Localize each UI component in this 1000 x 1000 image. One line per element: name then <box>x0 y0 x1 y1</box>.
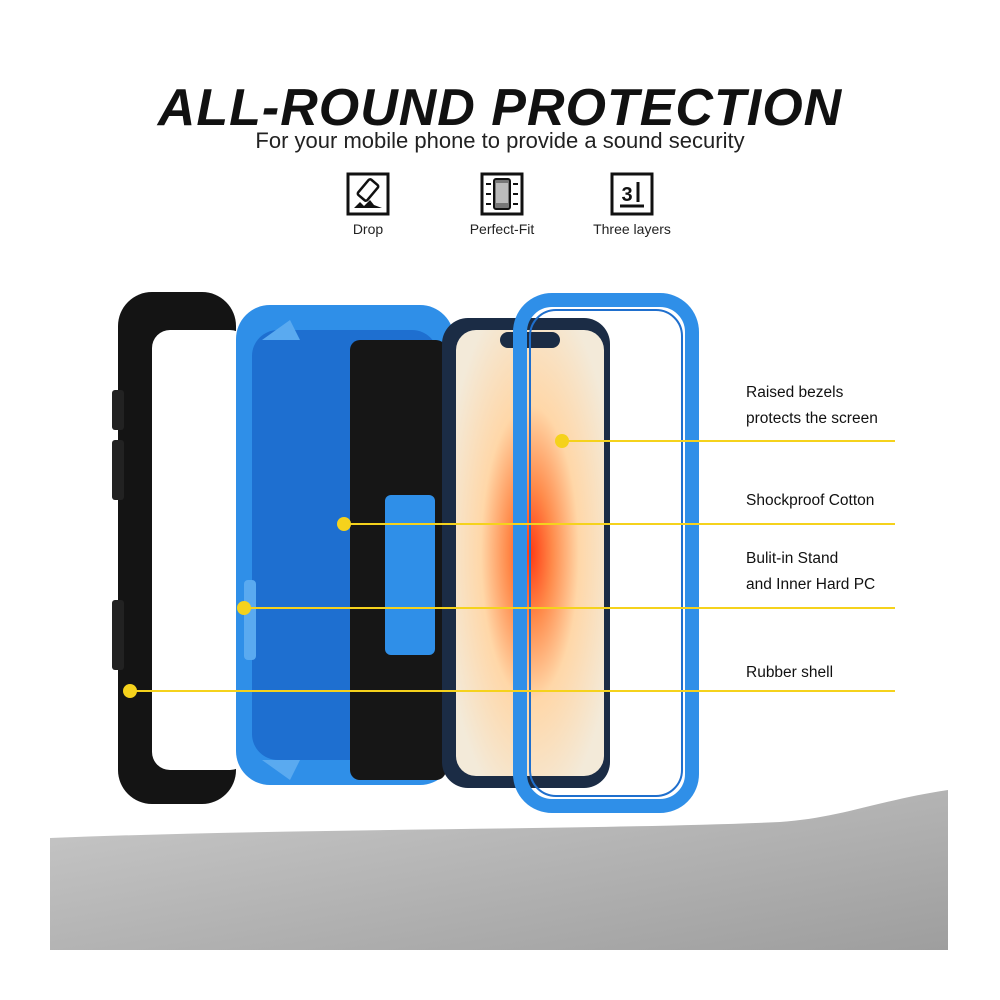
callout-lines <box>123 434 895 698</box>
rubber-shell <box>112 292 248 804</box>
callout-line: Raised bezels <box>746 384 844 401</box>
callout-line: Bulit-in Stand <box>746 550 839 567</box>
drop-icon <box>346 172 390 216</box>
feature-label: Drop <box>352 221 384 237</box>
callout-stand-pc: Bulit-in Stand and Inner Hard PC <box>746 546 875 598</box>
marker-dot <box>237 601 251 615</box>
callout-line: Rubber shell <box>746 664 834 681</box>
three-layers-icon: 3 <box>610 172 654 216</box>
perfect-fit-icon <box>480 172 524 216</box>
feature-label: Three layers <box>593 221 671 237</box>
callout-line: and Inner Hard PC <box>746 576 876 593</box>
marker-dot <box>123 684 137 698</box>
callout-shockproof-cotton: Shockproof Cotton <box>746 488 874 514</box>
page-subtitle: For your mobile phone to provide a sound… <box>255 128 745 153</box>
inner-hard-pc <box>236 305 454 785</box>
callout-line: Shockproof Cotton <box>746 492 875 509</box>
page-title: ALL-ROUND PROTECTION <box>157 79 843 137</box>
marker-dot <box>555 434 569 448</box>
callout-rubber-shell: Rubber shell <box>746 660 833 686</box>
three-layers-glyph: 3 <box>621 184 632 206</box>
raised-bezel <box>513 293 699 813</box>
callout-line: protects the screen <box>746 410 878 427</box>
feature-drop: Drop <box>308 172 428 237</box>
callout-raised-bezels: Raised bezels protects the screen <box>746 380 878 432</box>
feature-perfect-fit: Perfect-Fit <box>442 172 562 237</box>
feature-label: Perfect-Fit <box>469 221 535 237</box>
marker-dot <box>337 517 351 531</box>
feature-three-layers: 3 Three layers <box>572 172 692 237</box>
floor-surface <box>50 790 948 950</box>
